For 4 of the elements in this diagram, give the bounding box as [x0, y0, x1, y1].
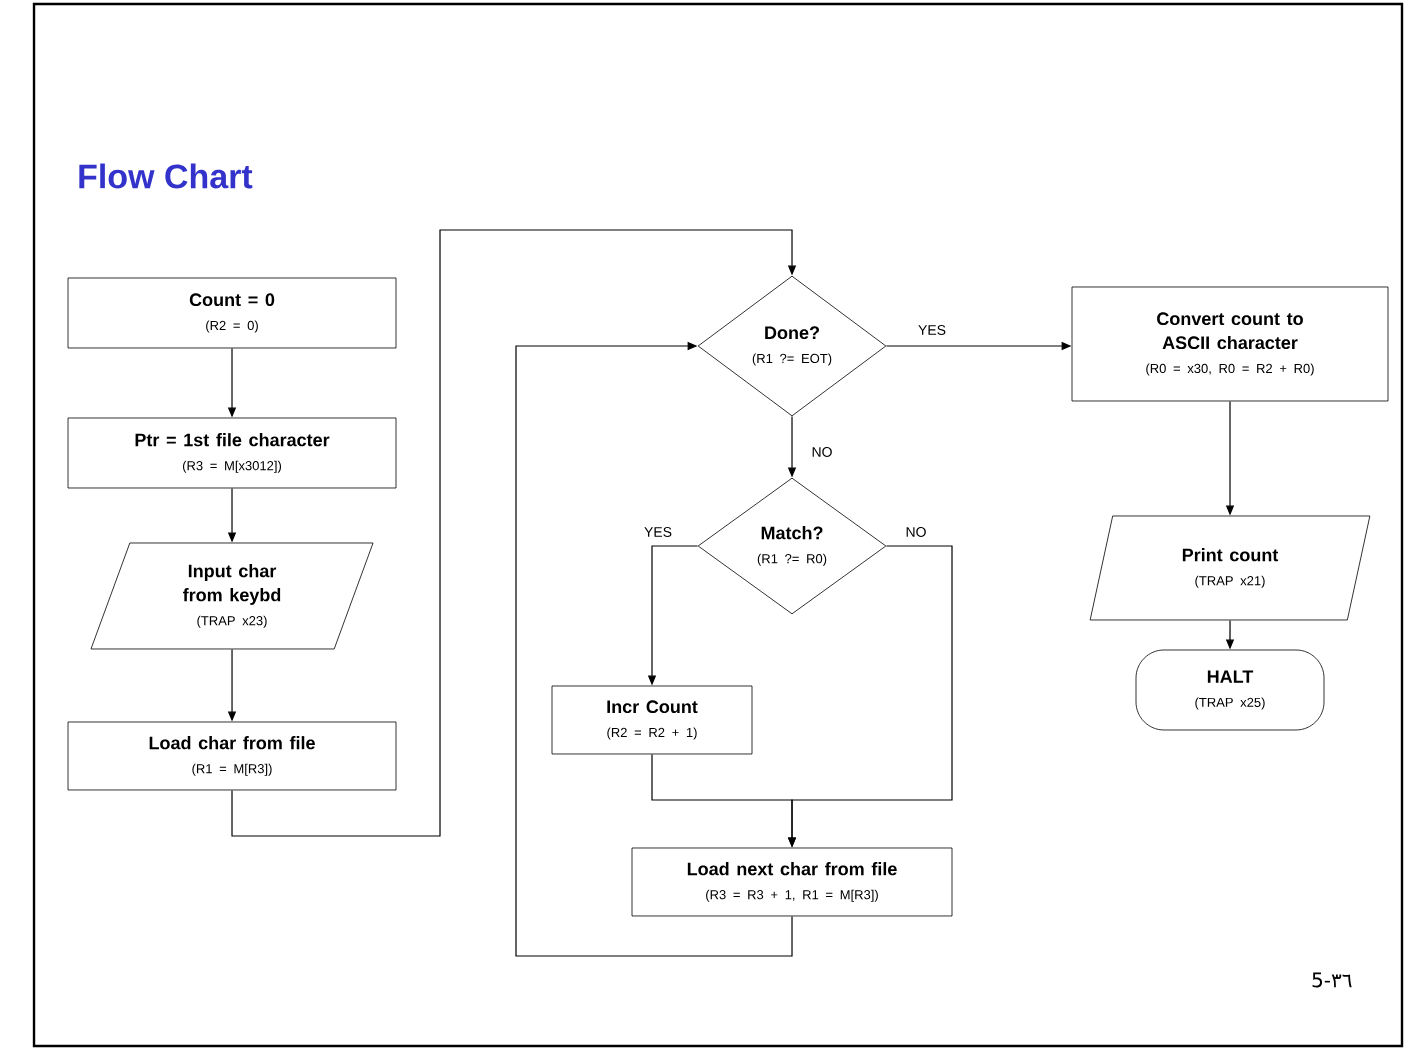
title: Flow Chart: [79, 163, 253, 189]
arrow: [515, 341, 793, 957]
arrow: [231, 229, 797, 837]
page-number: 5-٣٦: [1312, 972, 1352, 988]
